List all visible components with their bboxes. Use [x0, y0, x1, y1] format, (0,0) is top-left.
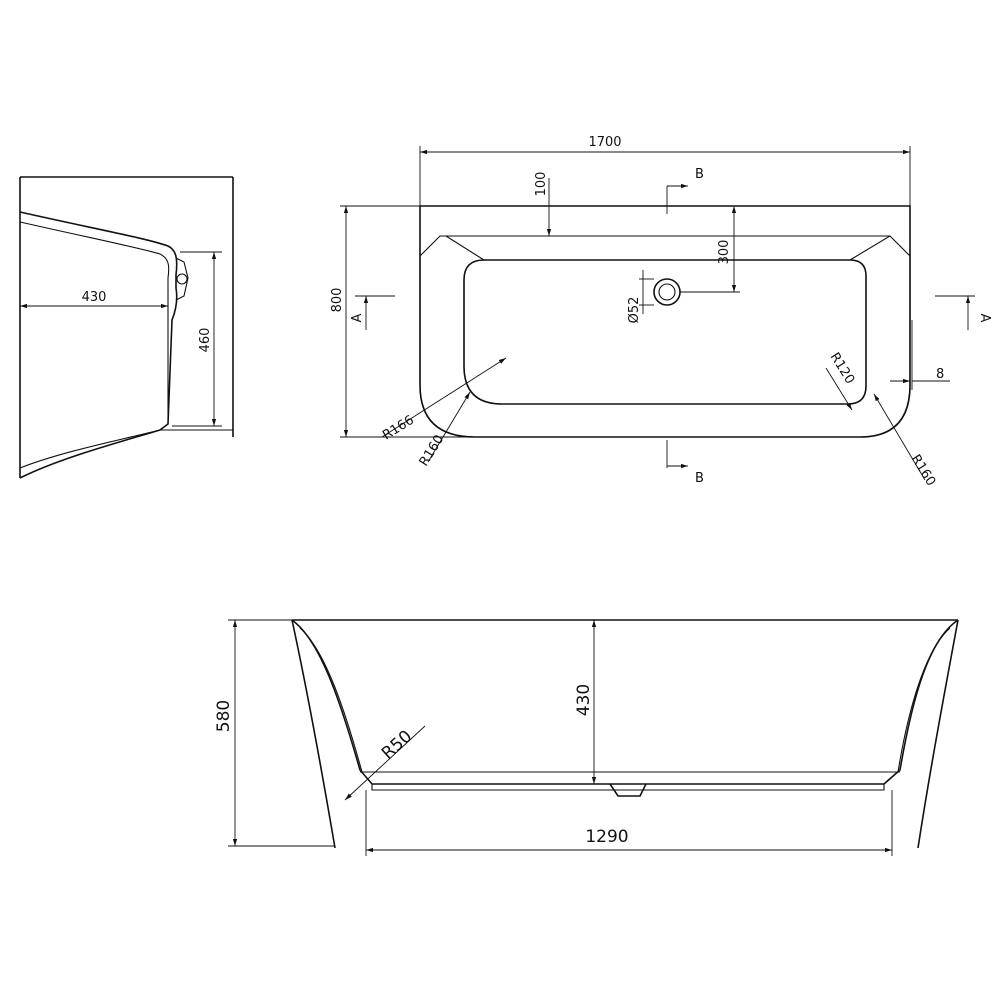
- section-a-right-label: A: [977, 314, 992, 323]
- section-a-left-label: A: [350, 313, 365, 322]
- top-view-deck-line: [419, 235, 911, 438]
- radius-outer-left-leader: [427, 391, 471, 463]
- front-view-inner-left-edge: [299, 627, 363, 773]
- top-view-corner-bevels: [445, 235, 891, 261]
- drain-outer-icon: [653, 278, 681, 306]
- side-view-inner-profile: [19, 221, 170, 420]
- radius-inner-label: R166: [380, 413, 417, 444]
- side-view-overflow-icon: [176, 273, 188, 285]
- front-view-base-length-label: 1290: [585, 827, 628, 847]
- top-view: 1700 800 100 B B A A Ø52: [330, 135, 992, 489]
- drain-offset-label: 300: [717, 240, 732, 265]
- top-view-outer-rim: [419, 205, 911, 438]
- radius-outer-right-label: R160: [908, 452, 939, 489]
- front-view-outer-right: [917, 619, 959, 849]
- side-view-depth-label: 430: [82, 290, 107, 305]
- side-view-height-label: 460: [198, 328, 213, 353]
- side-view-tub-profile: [19, 211, 178, 479]
- front-view-inner-depth-label: 430: [574, 684, 594, 716]
- section-b-top-label: B: [695, 167, 704, 182]
- radius-inner-right-leader: [825, 367, 853, 411]
- side-view-foot-line: [19, 429, 161, 469]
- front-view-base: [371, 784, 885, 791]
- front-view: 580 430 R50 1290: [214, 619, 959, 856]
- drain-diameter-label: Ø52: [627, 297, 642, 324]
- top-view-rim-offset-label: 100: [534, 172, 549, 197]
- radius-outer-right-leader: [873, 393, 926, 481]
- front-view-radius-label: R50: [378, 726, 416, 763]
- drain-inner-icon: [658, 283, 676, 301]
- side-view-overflow-detail: [175, 257, 189, 301]
- top-view-inner-basin: [463, 259, 867, 405]
- radius-outer-left-label: R160: [417, 432, 448, 469]
- top-view-length-label: 1700: [588, 135, 621, 150]
- front-view-radius-leader: [344, 725, 426, 801]
- front-view-inner-right-edge: [897, 627, 951, 773]
- front-view-drain-icon: [609, 783, 647, 797]
- front-view-outer-left: [291, 619, 336, 849]
- side-view: 430 460: [19, 176, 234, 479]
- radius-inner-leader: [381, 357, 507, 438]
- front-view-height-label: 580: [214, 700, 234, 732]
- edge-offset-label: 8: [936, 367, 944, 382]
- radius-inner-right-label: R120: [827, 350, 858, 387]
- top-view-width-label: 800: [330, 288, 345, 313]
- section-b-bottom-label: B: [695, 471, 704, 486]
